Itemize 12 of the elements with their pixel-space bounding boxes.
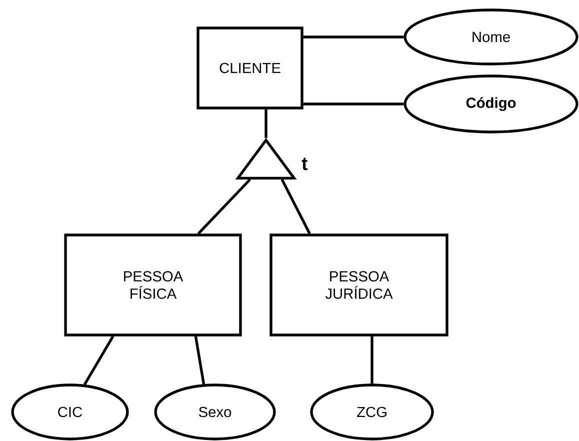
connector-line (194, 336, 206, 384)
entity-box: CLIENTE (196, 26, 304, 110)
connector-line (197, 178, 251, 235)
entity-box: PESSOA FÍSICA (64, 234, 242, 336)
triangle-label: t (302, 158, 308, 170)
connector-line (264, 109, 268, 138)
connector-line (303, 36, 404, 38)
entity-box: PESSOA JURÍDICA (270, 234, 448, 336)
connector-line (280, 178, 311, 234)
connector-line (303, 102, 404, 106)
connector-line (83, 336, 114, 386)
connector-line (370, 336, 374, 384)
